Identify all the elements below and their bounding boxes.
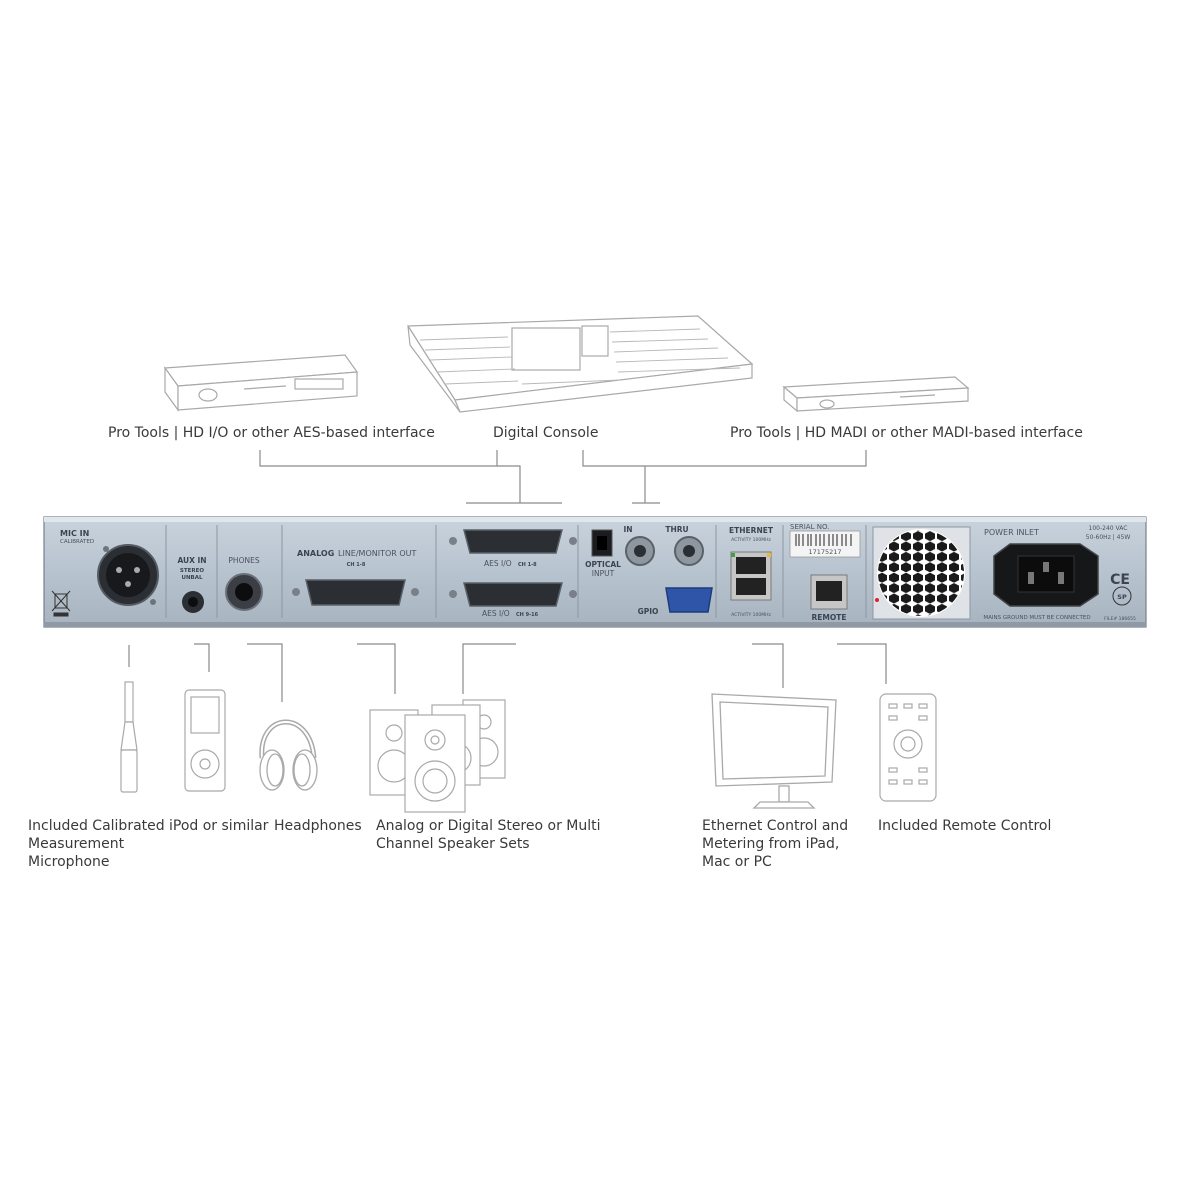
madi-in-bnc — [625, 536, 655, 566]
aux-in-jack — [182, 591, 204, 613]
digital-console-caption: Digital Console — [493, 425, 599, 441]
phones-jack — [225, 573, 263, 611]
ethernet-activity-top-label: ACTIVITY 100MHz — [731, 537, 771, 543]
aux-in-unbal-label: UNBAL — [181, 575, 203, 581]
analog-out-db25-connector — [292, 579, 419, 606]
aux-in-stereo-label: STEREO — [180, 568, 204, 574]
optical-input-label-2: INPUT — [592, 569, 615, 578]
ce-mark: CE — [1110, 572, 1130, 588]
headphones-illustration — [259, 719, 318, 791]
aes-io-2-ch-label: CH 9-16 — [516, 612, 539, 618]
cooling-fan-grille — [872, 526, 971, 620]
csa-mark-circle — [1112, 586, 1132, 606]
aes-io-1-db25-connector — [449, 529, 577, 554]
ipod-caption: iPod or similar — [169, 818, 269, 834]
speakers-caption: Analog or Digital Stereo or Multi Channe… — [376, 818, 601, 852]
analog-out-label-bold: ANALOG — [297, 549, 334, 558]
madi-interface-illustration — [782, 376, 970, 413]
ipod-illustration — [184, 689, 226, 792]
aes-io-2-db25-connector — [449, 582, 577, 607]
aes-interface-illustration — [163, 354, 359, 412]
madi-interface-caption: Pro Tools | HD MADI or other MADI-based … — [730, 425, 1083, 441]
headphones-caption: Headphones — [274, 818, 362, 834]
rear-panel: MIC IN CALIBRATED AUX IN STEREO UNBAL PH… — [43, 516, 1147, 628]
power-spec-voltage: 100-240 VAC — [1089, 525, 1128, 532]
ethernet-activity-bottom-label: ACTIVITY 100MHz — [731, 612, 771, 618]
measurement-microphone-illustration — [120, 681, 138, 793]
remote-control-caption: Included Remote Control — [878, 818, 1052, 834]
weee-bin-icon — [51, 590, 71, 617]
gpio-label: GPIO — [638, 607, 659, 616]
serial-sticker — [789, 530, 861, 558]
microphone-caption: Included Calibrated Measurement Micropho… — [28, 818, 165, 870]
remote-label: REMOTE — [812, 613, 847, 622]
serial-no-label: SERIAL NO. — [790, 523, 829, 531]
optical-input-label-1: OPTICAL — [585, 560, 621, 569]
analog-out-label: LINE/MONITOR OUT — [338, 549, 417, 558]
remote-rj45-port — [810, 574, 848, 610]
speakers-illustration — [369, 699, 506, 813]
ethernet-label: ETHERNET — [729, 526, 774, 535]
remote-control-illustration — [879, 693, 937, 802]
mic-in-label: MIC IN — [60, 529, 89, 538]
power-inlet-label: POWER INLET — [984, 528, 1039, 537]
mains-ground-warning: MAINS GROUND MUST BE CONNECTED — [983, 615, 1090, 621]
aux-in-label: AUX IN — [177, 556, 206, 565]
power-inlet-socket — [993, 543, 1099, 607]
mic-in-xlr-jack — [97, 544, 159, 606]
serial-value: 17175217 — [808, 548, 841, 556]
phones-label: PHONES — [228, 556, 259, 565]
file-number: FILE# 186655 — [1104, 616, 1136, 622]
optical-input-port — [591, 529, 613, 557]
aes-interface-caption: Pro Tools | HD I/O or other AES-based in… — [108, 425, 435, 441]
power-spec-frequency: 50-60Hz | 45W — [1086, 534, 1131, 541]
ethernet-rj45-ports — [730, 551, 772, 601]
gpio-connector — [665, 587, 713, 613]
aes-io-2-label: AES I/O — [482, 609, 510, 618]
aes-io-1-label: AES I/O — [484, 559, 512, 568]
csa-mark: SP — [1117, 593, 1127, 601]
connection-lines — [128, 450, 887, 702]
madi-thru-label: THRU — [665, 525, 688, 534]
digital-console-illustration — [406, 315, 754, 413]
analog-out-ch-label: CH 1-8 — [347, 562, 366, 568]
mic-in-sub-label: CALIBRATED — [60, 539, 94, 545]
madi-in-label: IN — [623, 525, 632, 534]
aes-io-1-ch-label: CH 1-8 — [518, 562, 537, 568]
ethernet-control-caption: Ethernet Control and Metering from iPad,… — [702, 818, 849, 870]
madi-thru-bnc — [674, 536, 704, 566]
computer-monitor-illustration — [711, 693, 837, 809]
